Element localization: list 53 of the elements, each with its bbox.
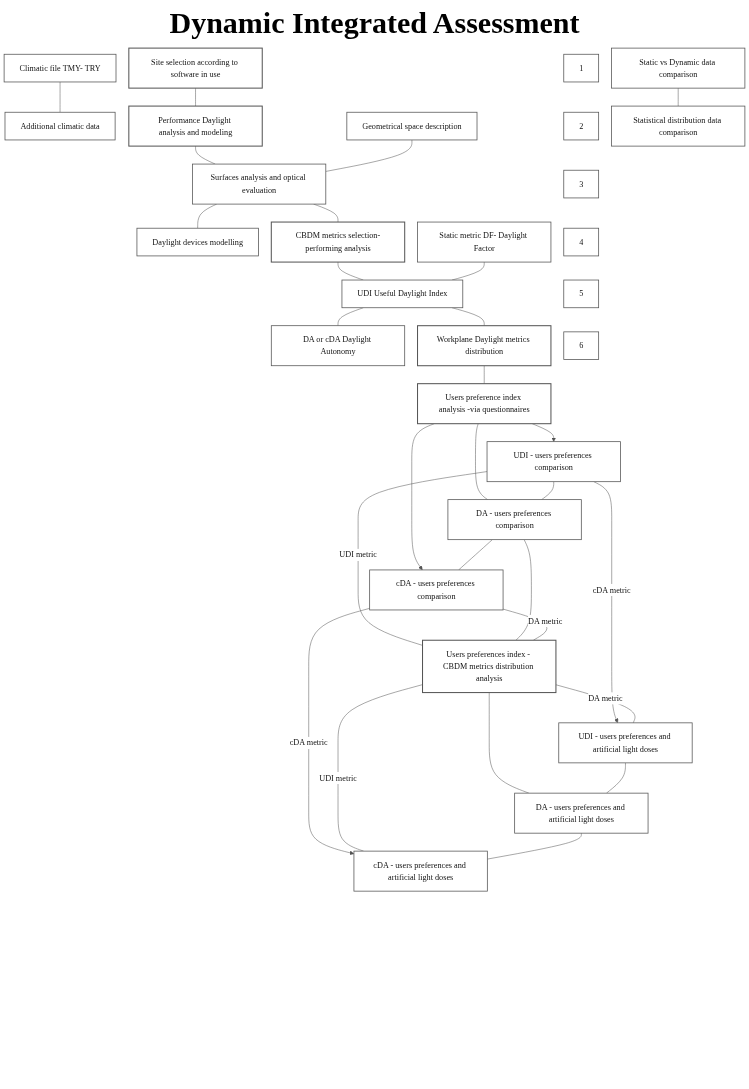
connector: [487, 832, 582, 860]
edge-label: DA metric: [588, 693, 623, 703]
connector: [541, 481, 554, 500]
node-box: 5: [563, 279, 600, 309]
edge-label: cDA metric: [289, 738, 328, 747]
connector: [59, 81, 61, 113]
node-box: CBDM metrics selection-performing analysis: [270, 221, 406, 263]
connector: [195, 87, 196, 107]
node-box: 4: [563, 227, 600, 257]
connector: [325, 139, 413, 172]
node-box: Additional climatic data: [4, 111, 116, 141]
edge-label: UDI metric: [319, 773, 357, 783]
connector: [677, 87, 679, 107]
edge-label: DA metric: [528, 616, 563, 626]
connector: [483, 365, 485, 384]
connector: [515, 539, 532, 641]
node-box: Static metric DF- Daylight Factor: [417, 221, 552, 263]
connector: [458, 539, 493, 571]
node-box: UDI - users preferences and artificial light doses: [558, 722, 693, 764]
node-box: UDI - users preferences comparison: [486, 441, 621, 483]
node-box: UDI Useful Daylight Index: [341, 279, 464, 309]
connector: [357, 471, 488, 646]
connector: [337, 261, 364, 281]
node-box: cDA - users preferences and artificial light doses: [353, 850, 488, 892]
connector: [195, 145, 216, 165]
node-box: Statistical distribution data comparison: [611, 105, 746, 147]
diagram-title: Dynamic Integrated Assessment: [168, 6, 581, 40]
node-box: DA - users preferences and artificial light doses: [514, 792, 649, 834]
connector: [606, 762, 626, 794]
node-box: cDA - users preferences comparison: [369, 569, 504, 611]
node-box: Surfaces analysis and optical evaluation: [192, 163, 327, 205]
edge-label: cDA metric: [592, 585, 631, 595]
node-box: Daylight devices modelling: [136, 227, 259, 257]
connector: [475, 423, 488, 500]
node-box: Site selection according to software in use: [128, 47, 263, 89]
connector: [197, 203, 217, 229]
node-box: 6: [563, 331, 600, 360]
node-box: Workplane Daylight metrics distribution: [417, 325, 552, 367]
connector: [555, 684, 636, 724]
node-box: Static vs Dynamic data comparison: [611, 47, 746, 89]
node-box: 3: [563, 169, 600, 199]
node-box: Climatic file TMY- TRY: [3, 53, 117, 83]
node-box: 1: [563, 53, 600, 83]
node-box: Users preferences index - CBDM metrics distribution analysis: [422, 639, 557, 694]
connector: [337, 684, 423, 852]
connector: [337, 307, 364, 326]
edge-label: UDI metric: [339, 550, 377, 559]
node-box: DA - users preferences comparison: [447, 499, 582, 541]
node-box: Users preference index analysis -via questionnaires: [417, 383, 552, 425]
node-box: 2: [563, 111, 600, 141]
node-box: Geometrical space description: [346, 111, 478, 141]
node-box: DA or cDA Daylight Autonomy: [270, 325, 406, 367]
node-box: Performance Daylight analysis and modeling: [128, 105, 263, 147]
